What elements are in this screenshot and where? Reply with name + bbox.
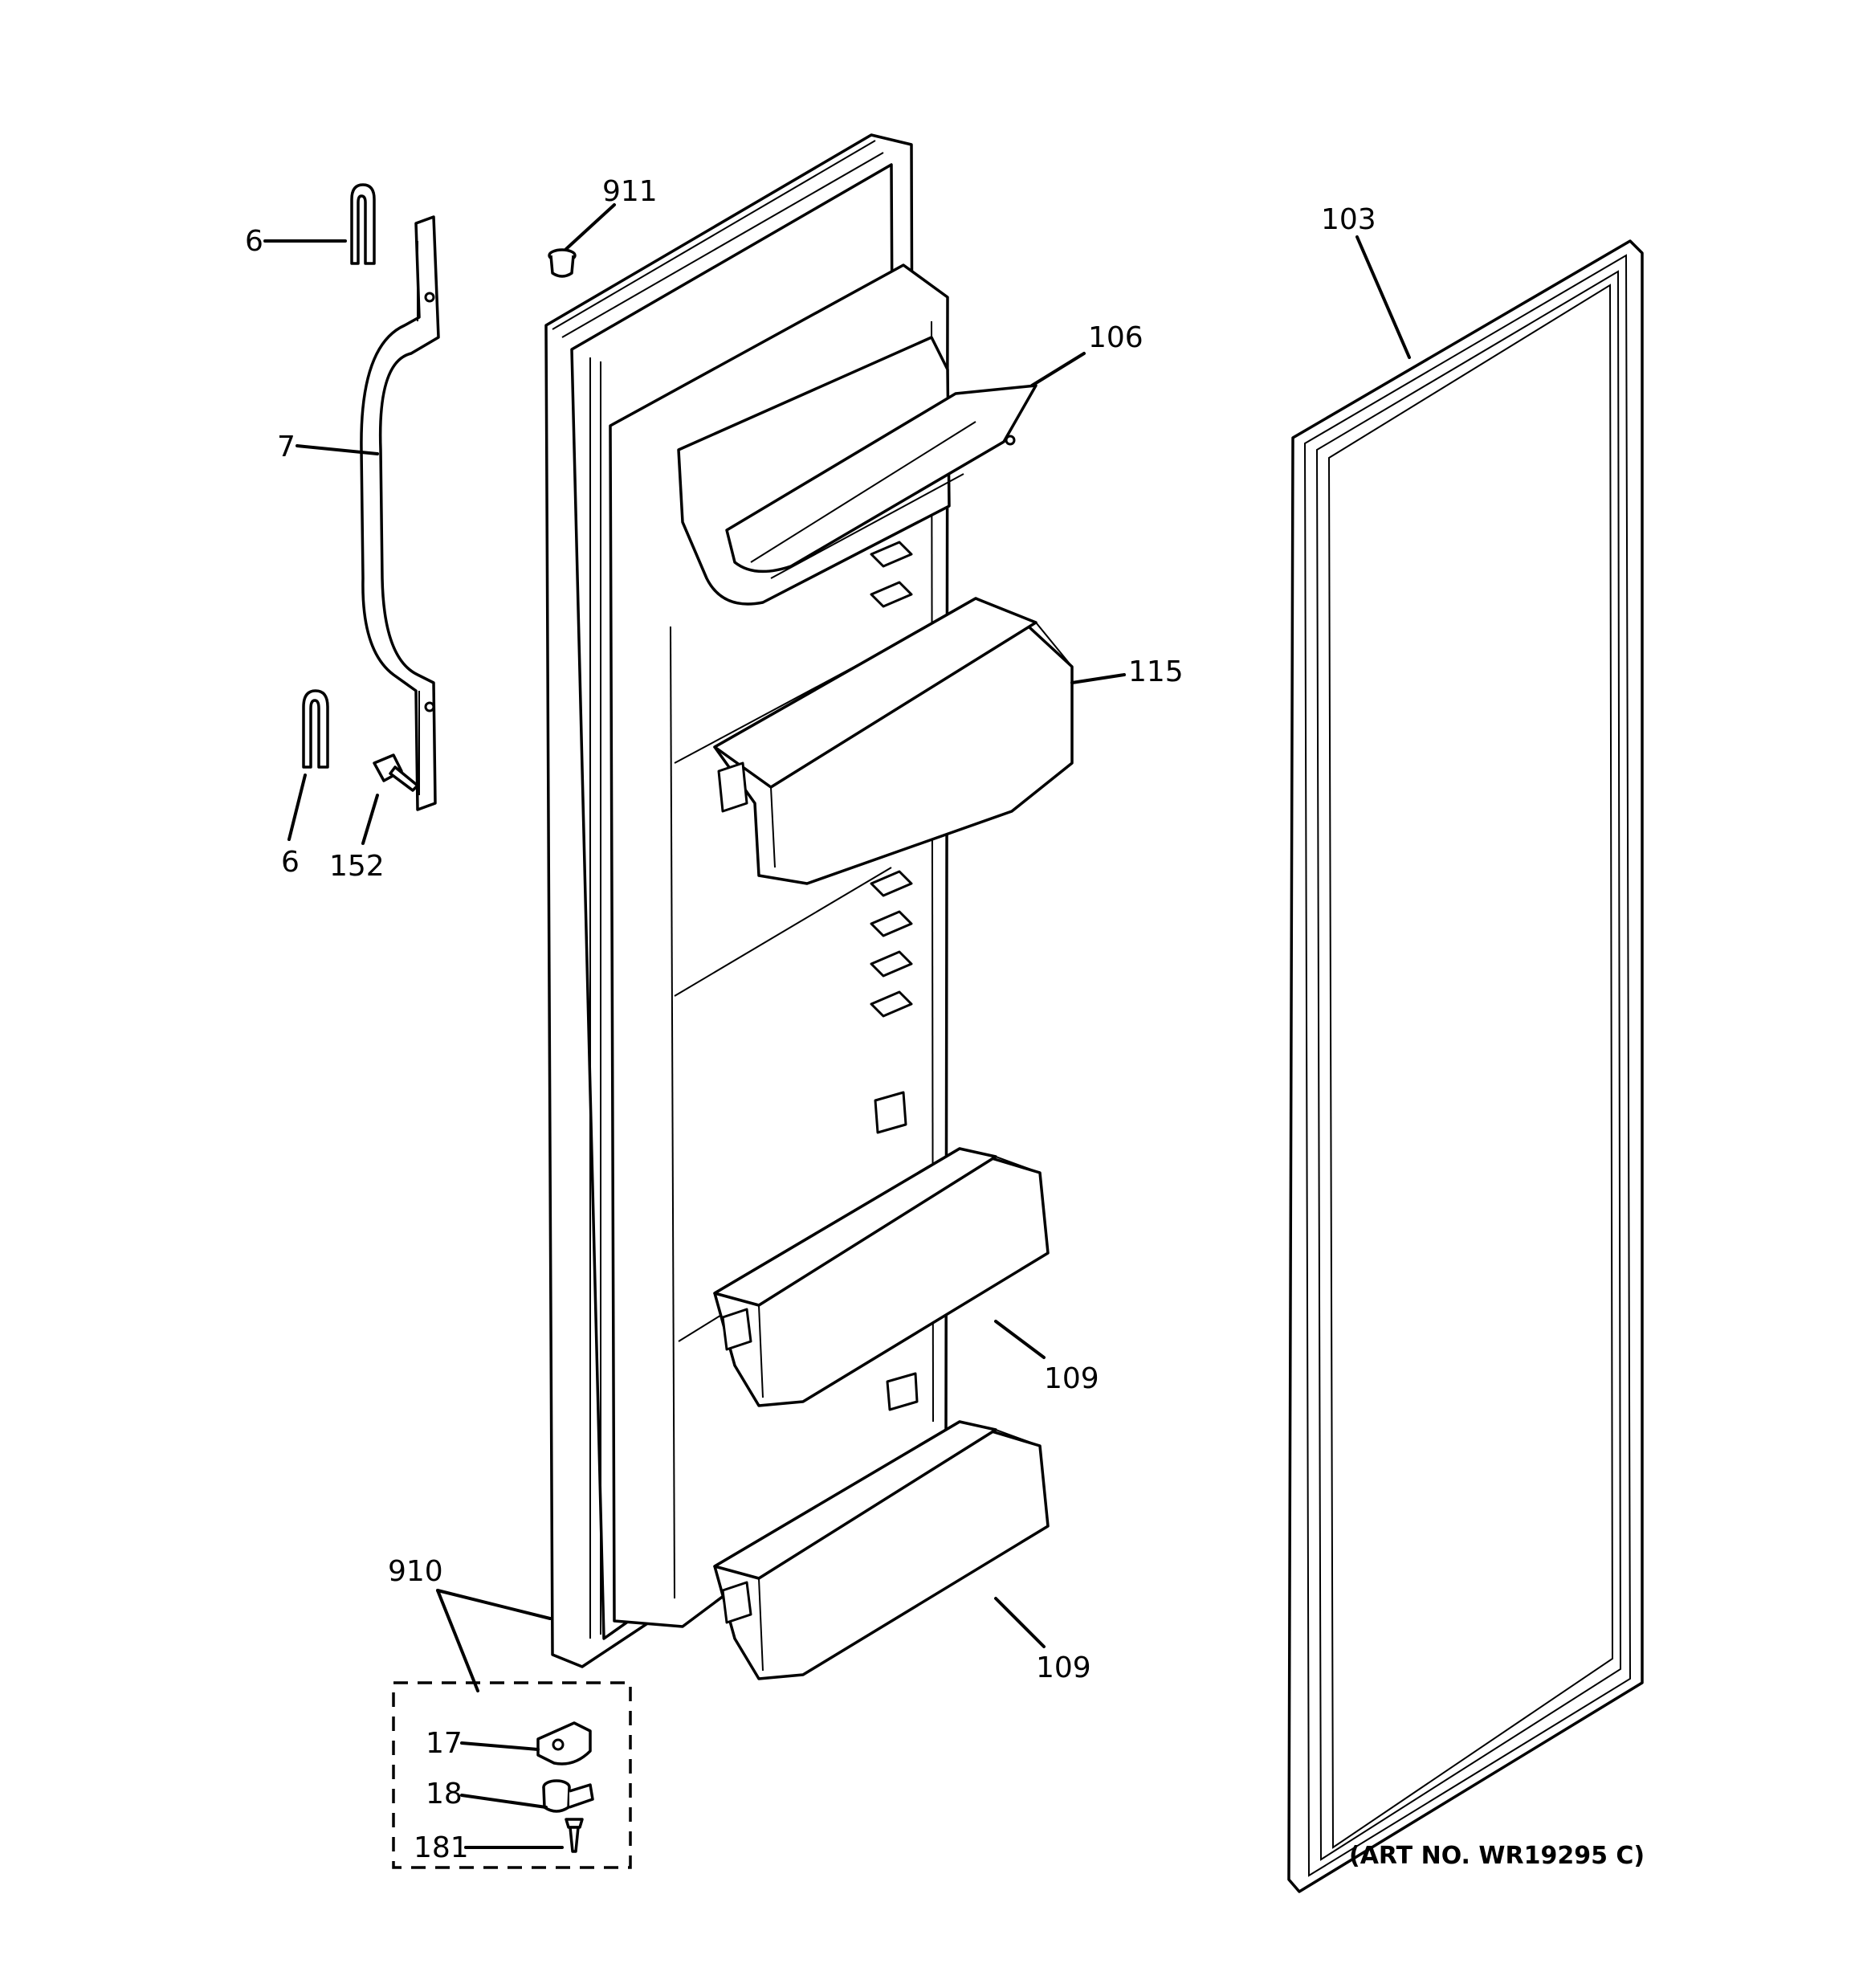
callout-106: 106	[1088, 321, 1143, 354]
callout-labels: 6 7 6 152 911 106 115 103 109 109 910 17…	[245, 175, 1645, 1870]
handle-clip-top	[350, 183, 376, 265]
callout-6-top: 6	[245, 225, 263, 258]
hinge-screw	[565, 1818, 584, 1853]
leader-lines	[263, 203, 1411, 1849]
callout-911: 911	[602, 175, 658, 208]
callout-103: 103	[1321, 203, 1376, 236]
door-handle	[360, 215, 440, 811]
door-bin-bottom	[713, 1420, 1050, 1680]
handle-screw	[373, 753, 419, 792]
hinge-plate	[536, 1721, 592, 1766]
door-plug	[548, 248, 577, 278]
door-gasket	[1287, 239, 1644, 1893]
callout-910: 910	[388, 1555, 443, 1588]
callout-17: 17	[426, 1727, 463, 1760]
callout-152: 152	[329, 850, 385, 883]
hinge-pin	[542, 1779, 594, 1813]
callout-109-bottom: 109	[1036, 1651, 1091, 1684]
callout-181: 181	[414, 1831, 469, 1864]
door-bin-middle	[713, 1147, 1050, 1407]
handle-clip-bottom	[302, 689, 329, 769]
hinge-kit-box	[392, 1681, 632, 1869]
callout-115: 115	[1128, 655, 1184, 688]
door-bin-top	[713, 597, 1074, 885]
callout-109-middle: 109	[1044, 1362, 1099, 1395]
callout-7: 7	[277, 431, 296, 463]
art-number: (ART NO. WR19295 C)	[1349, 1842, 1645, 1870]
callout-6-bottom: 6	[281, 846, 300, 879]
dairy-compartment-door	[677, 336, 1037, 606]
callout-18: 18	[426, 1778, 463, 1810]
